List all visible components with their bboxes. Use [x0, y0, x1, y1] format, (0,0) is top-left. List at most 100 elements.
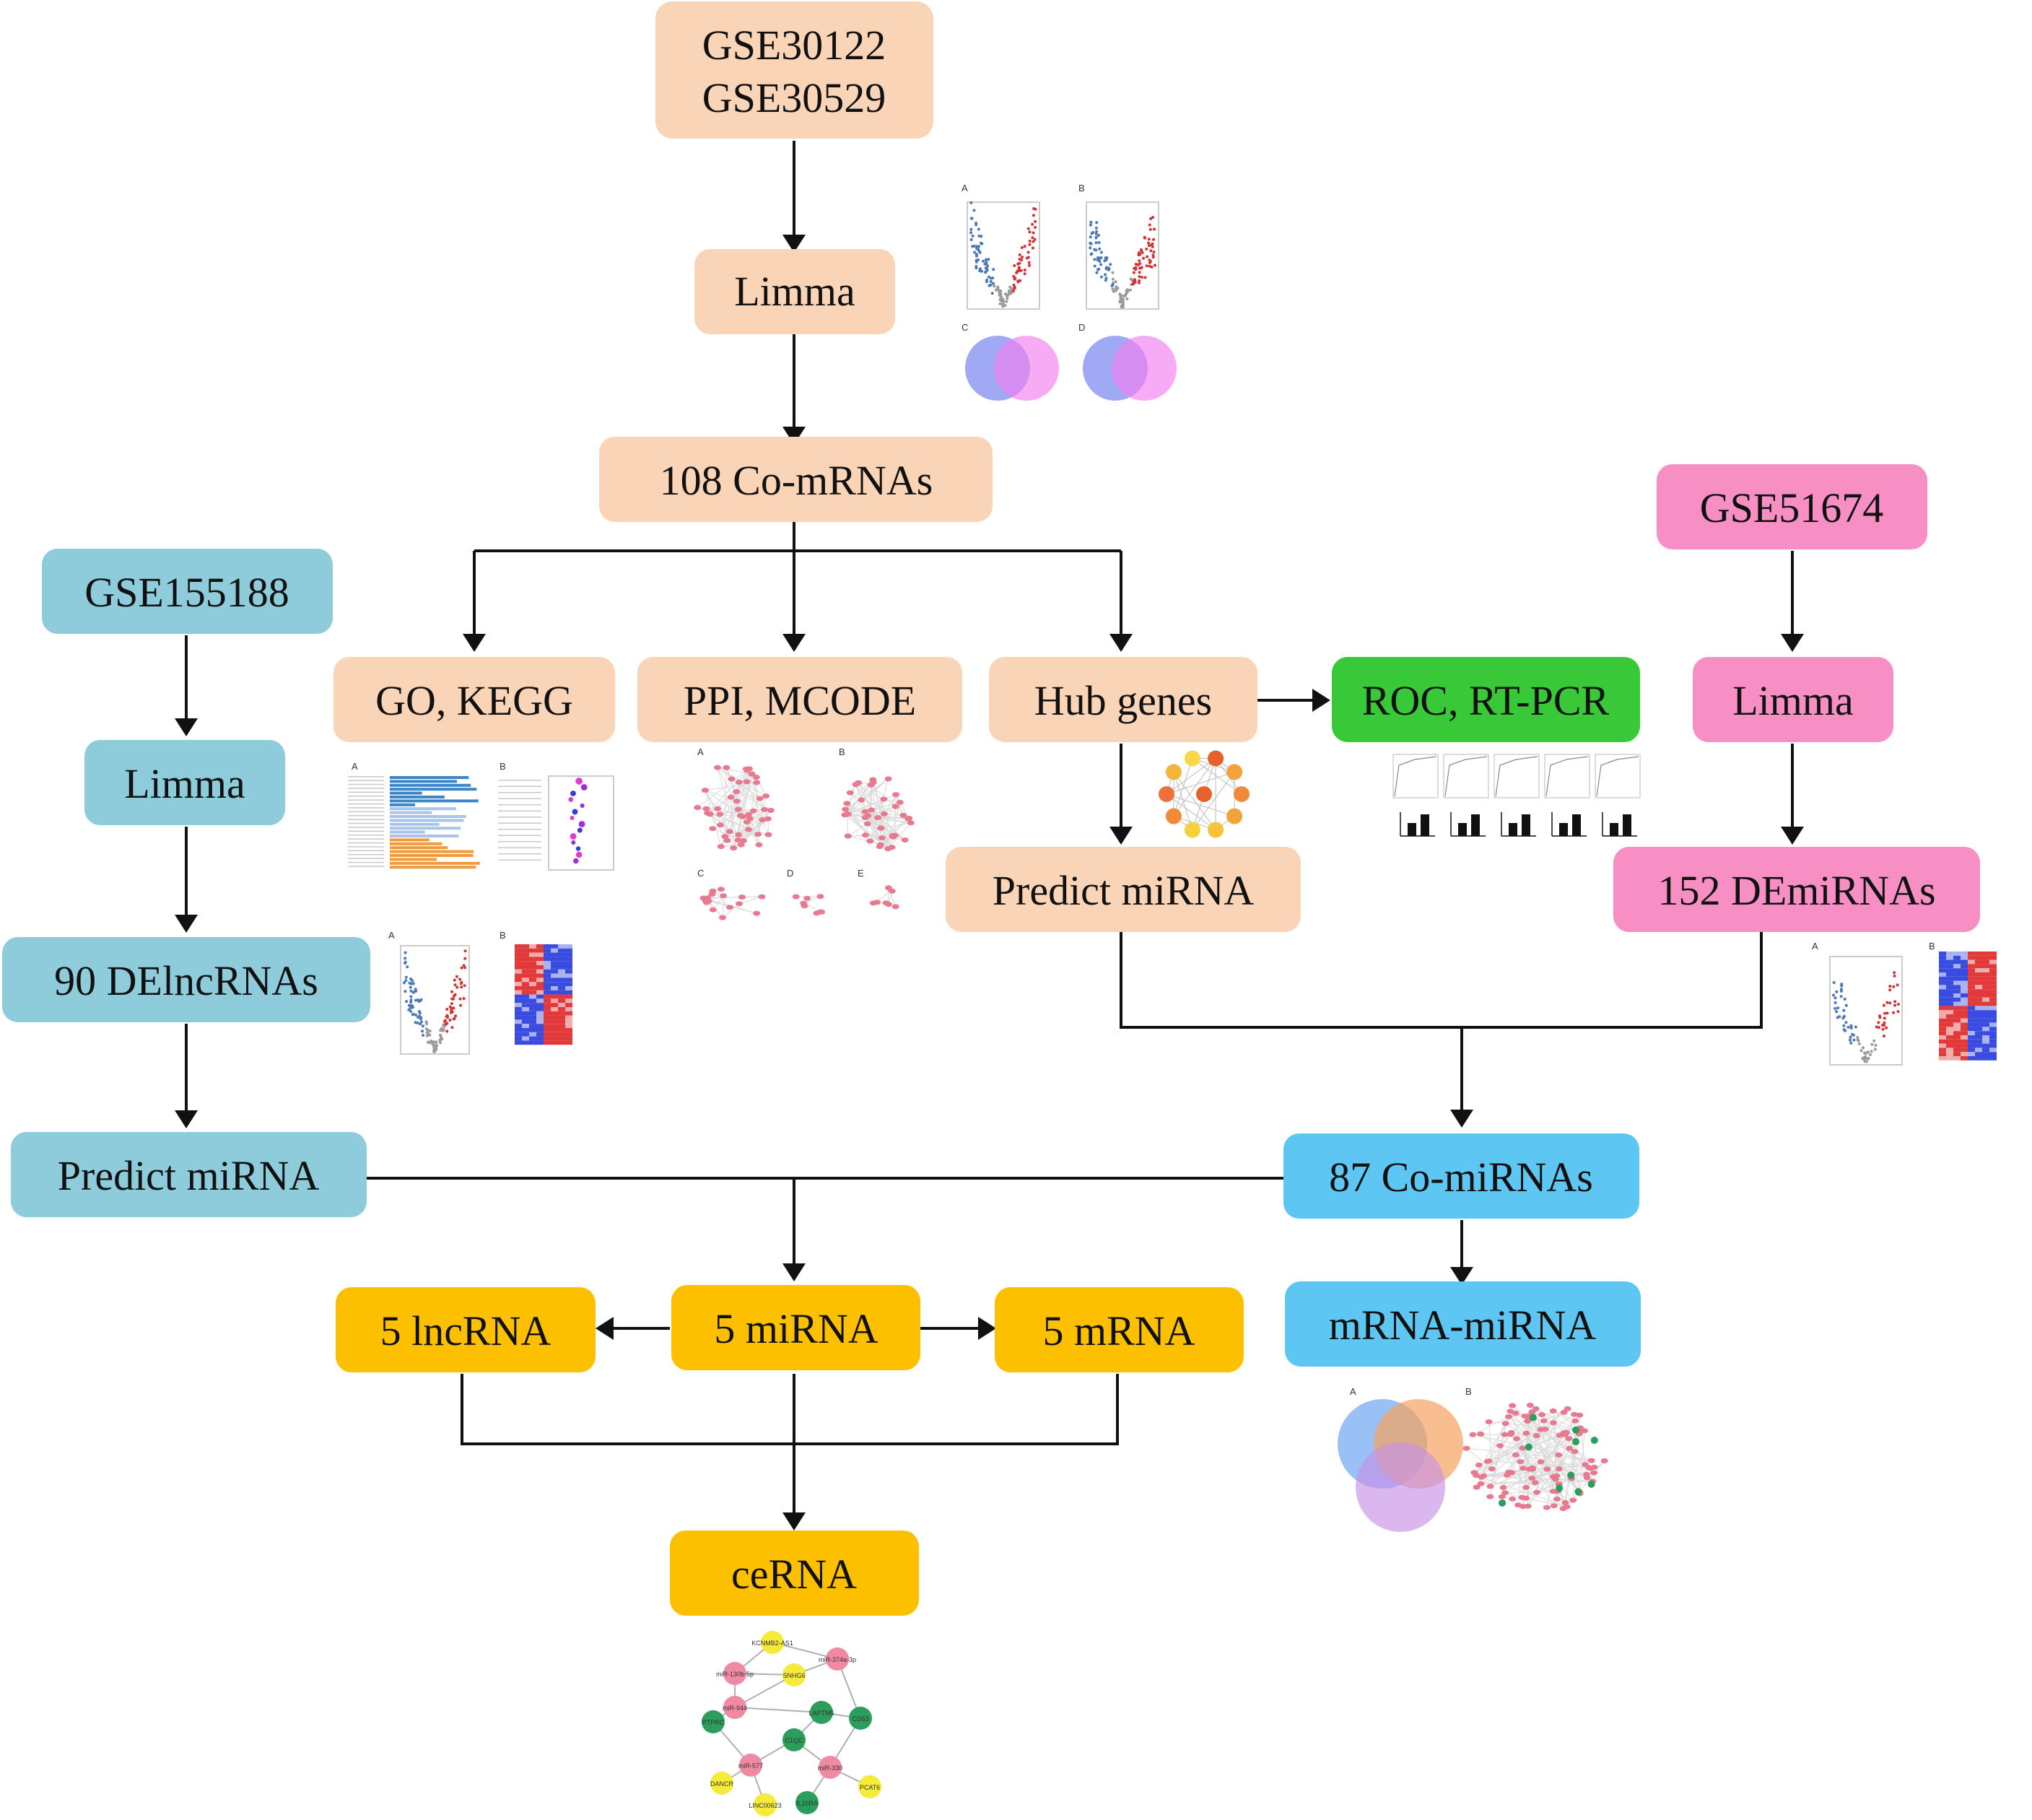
node-5-mrna[interactable]: 5 mRNA — [995, 1287, 1244, 1372]
heat-cell — [1946, 1052, 1953, 1056]
heat-cell — [515, 973, 522, 978]
volcano-dot — [1033, 238, 1037, 241]
enrichment-bar — [390, 807, 456, 811]
heat-cell — [1939, 1014, 1946, 1019]
heat-cell — [536, 1003, 544, 1007]
heat-cell — [544, 1040, 551, 1045]
heat-cell — [1968, 968, 1975, 972]
node-cerna[interactable]: ceRNA — [670, 1531, 919, 1616]
kegg-dot — [570, 791, 576, 796]
node-limma-main[interactable]: Limma — [694, 249, 895, 334]
node-de-lncrnas[interactable]: 90 DElncRNAs — [2, 937, 370, 1022]
network-node — [764, 816, 772, 822]
heat-cell — [1939, 1010, 1946, 1014]
volcano-dot — [1091, 231, 1095, 234]
roc-panels — [1392, 754, 1641, 837]
volcano-dot — [1032, 246, 1034, 250]
network-node — [737, 842, 745, 848]
network-node — [701, 788, 709, 793]
heat-cell — [536, 1040, 544, 1045]
heat-cell — [1961, 1027, 1968, 1032]
network-node — [1552, 1476, 1559, 1482]
node-co-mrnas[interactable]: 108 Co-mRNAs — [599, 437, 993, 522]
volcano-dot — [989, 277, 993, 280]
heat-cell — [1968, 1001, 1975, 1006]
thumbnail-volcano-venn: A B C D — [962, 183, 1177, 401]
volcano-dot — [459, 1003, 463, 1007]
network-node — [1565, 1436, 1573, 1442]
heat-cell — [551, 944, 558, 949]
network-edge — [1499, 1445, 1527, 1488]
node-co-mirnas[interactable]: 87 Co-miRNAs — [1283, 1133, 1639, 1219]
network-node — [1563, 1504, 1571, 1510]
mir-heatmap — [1939, 952, 1997, 1061]
network-hub-node — [1567, 1471, 1575, 1479]
volcano-dot — [1148, 258, 1151, 262]
heat-cell — [522, 1011, 529, 1016]
volcano-dot — [1151, 256, 1155, 259]
cerna-node-label: miR-577 — [738, 1762, 763, 1769]
network-node — [1550, 1420, 1558, 1426]
heat-cell — [565, 961, 572, 965]
network-node — [881, 811, 888, 817]
volcano-dot — [1118, 300, 1122, 304]
network-node — [717, 844, 725, 850]
volcano-dot — [450, 1026, 454, 1029]
volcano-dot — [1882, 1003, 1885, 1007]
volcano-dot — [1031, 222, 1034, 226]
node-go-kegg[interactable]: GO, KEGG — [333, 657, 615, 742]
node-predict-mirna-lnc[interactable]: Predict miRNA — [11, 1132, 367, 1217]
volcano-dot — [1131, 282, 1134, 286]
node-hub-genes[interactable]: Hub genes — [989, 657, 1257, 742]
node-mrna-mirna[interactable]: mRNA-miRNA — [1285, 1281, 1641, 1367]
heat-cell — [522, 1036, 529, 1041]
volcano-dot — [1026, 256, 1030, 259]
volcano-dot — [430, 1040, 434, 1044]
heat-cell — [1946, 1014, 1953, 1019]
network-node — [1590, 1464, 1598, 1470]
volcano-dot — [1032, 240, 1035, 243]
node-5-mirna[interactable]: 5 miRNA — [671, 1285, 920, 1370]
volcano-dot — [422, 1034, 425, 1037]
node-5-lncrna[interactable]: 5 lncRNA — [336, 1287, 596, 1372]
volcano-dot — [419, 998, 423, 1001]
heat-cell — [1946, 964, 1953, 969]
heat-cell — [515, 1007, 522, 1011]
node-limma-lnc[interactable]: Limma — [84, 740, 285, 825]
volcano-dot — [439, 1041, 442, 1045]
node-ppi-mcode[interactable]: PPI, MCODE — [637, 657, 962, 742]
node-limma-mirna[interactable]: Limma — [1693, 657, 1893, 742]
network-node — [869, 900, 877, 906]
network-edge — [724, 767, 727, 837]
arrowhead-cerna — [782, 1512, 806, 1531]
volcano-dot — [999, 292, 1003, 295]
enrichment-label-line — [348, 815, 384, 817]
volcano-dot — [1151, 245, 1154, 248]
node-predict-mirna-mrna[interactable]: Predict miRNA — [946, 847, 1301, 932]
heat-cell — [1982, 1014, 1989, 1019]
node-gse30122-gse30529[interactable]: GSE30122 GSE30529 — [655, 1, 933, 139]
node-gse51674[interactable]: GSE51674 — [1657, 464, 1927, 549]
node-de-mirnas[interactable]: 152 DEmiRNAs — [1613, 847, 1980, 932]
volcano-dot — [419, 1016, 423, 1020]
node-roc-rtpcr[interactable]: ROC, RT-PCR — [1332, 657, 1640, 742]
roc-frame — [1392, 754, 1439, 798]
lnc-panel-b: B — [500, 930, 506, 941]
heat-cell — [1953, 976, 1961, 981]
node-gse155188[interactable]: GSE155188 — [42, 549, 333, 634]
heat-cell — [1953, 985, 1961, 990]
heat-cell — [1961, 1043, 1968, 1048]
volcano-dot — [1026, 227, 1030, 230]
heat-cell — [1989, 1027, 1997, 1032]
heat-cell — [1975, 972, 1982, 977]
enrichment-label-line — [348, 842, 384, 844]
label-co-mrnas: 108 Co-mRNAs — [660, 457, 933, 504]
heat-cell — [1953, 1001, 1961, 1006]
heat-cell — [565, 1032, 572, 1037]
enrichment-label-line — [348, 850, 384, 852]
heat-cell — [1939, 1006, 1946, 1011]
network-edge — [1565, 1433, 1579, 1503]
heat-cell — [529, 948, 536, 953]
heat-cell — [558, 952, 565, 957]
network-node — [1486, 1494, 1494, 1499]
